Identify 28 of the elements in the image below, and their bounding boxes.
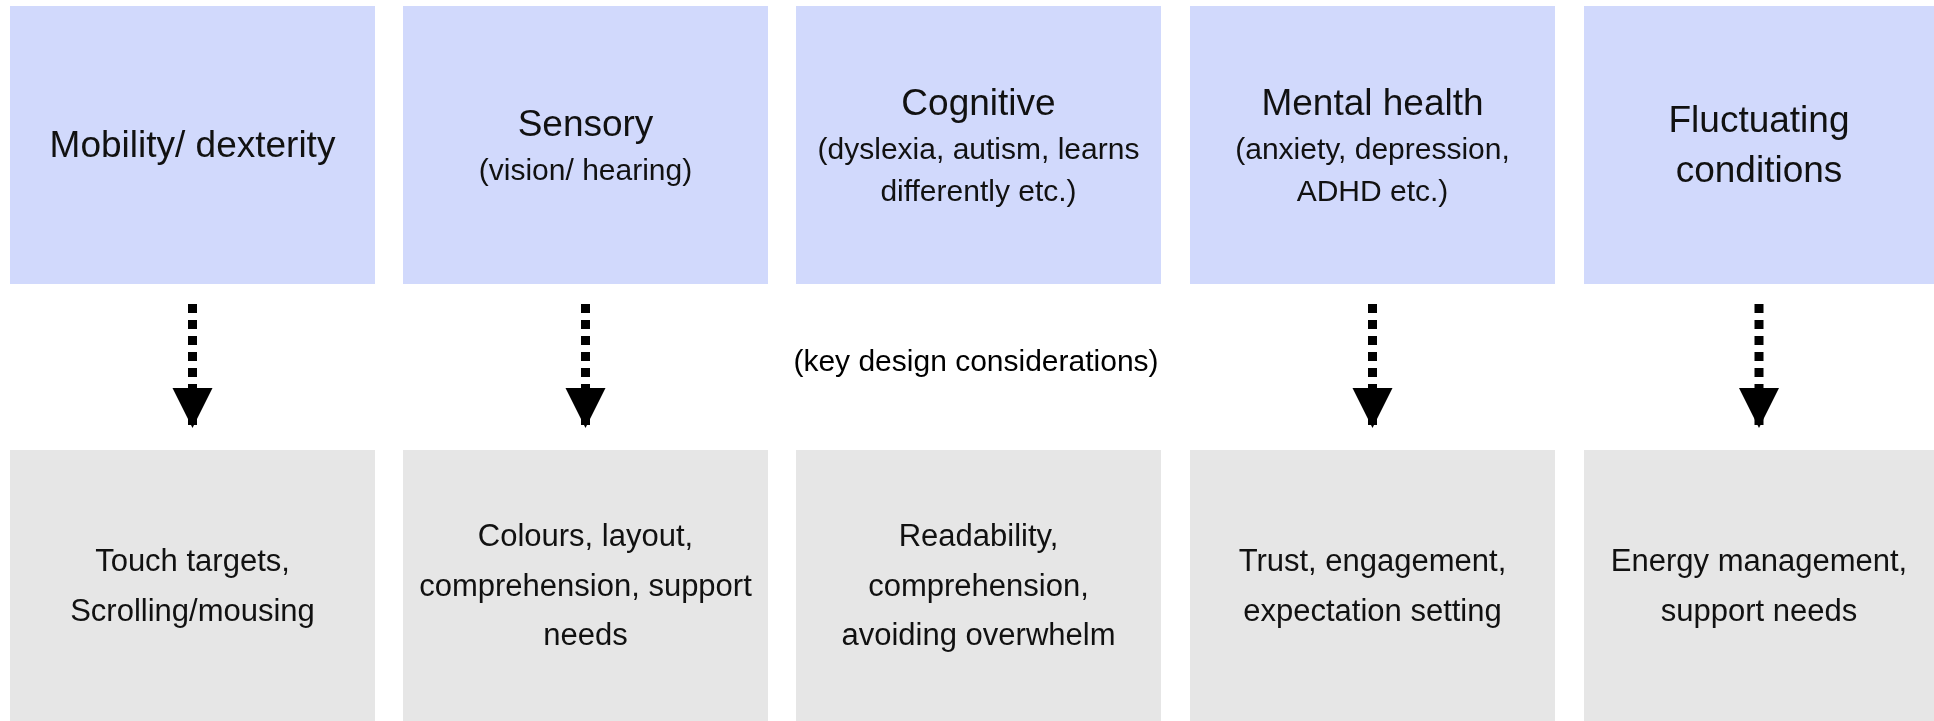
- category-title: Mobility/ dexterity: [49, 123, 336, 168]
- consideration-text: Energy management, support needs: [1609, 541, 1909, 630]
- consideration-text: Trust, engagement, expectation setting: [1237, 541, 1508, 630]
- dotted-arrow: [1352, 304, 1393, 428]
- category-title: Sensory: [517, 102, 654, 147]
- consideration-box: [1584, 450, 1934, 721]
- consideration-box: [403, 450, 768, 721]
- dotted-arrow: [1738, 304, 1780, 428]
- category-box: [10, 6, 375, 284]
- consideration-text: Colours, layout, comprehension, support needs: [418, 517, 753, 655]
- note-text: (key design considerations): [793, 344, 1159, 378]
- category-subtitle: (anxiety, depression, ADHD etc.): [1234, 130, 1511, 209]
- category-title: Mental health: [1261, 81, 1484, 126]
- category-title: Cognitive: [901, 81, 1056, 126]
- consideration-box: [10, 450, 375, 721]
- consideration-box: [1190, 450, 1555, 721]
- category-box: [403, 6, 768, 284]
- category-subtitle: (vision/ hearing): [478, 151, 693, 188]
- category-title: Fluctuating conditions: [1667, 98, 1851, 192]
- dotted-arrow: [172, 304, 213, 428]
- dotted-arrow: [565, 304, 606, 428]
- category-box: [796, 6, 1161, 284]
- consideration-text: Touch targets, Scrolling/mousing: [69, 541, 316, 630]
- consideration-box: [796, 450, 1161, 721]
- category-box: [1584, 6, 1934, 284]
- consideration-text: Readability, comprehension, avoiding overwhelm: [840, 517, 1117, 655]
- category-box: [1190, 6, 1555, 284]
- category-subtitle: (dyslexia, autism, learns differently etc.): [816, 130, 1141, 209]
